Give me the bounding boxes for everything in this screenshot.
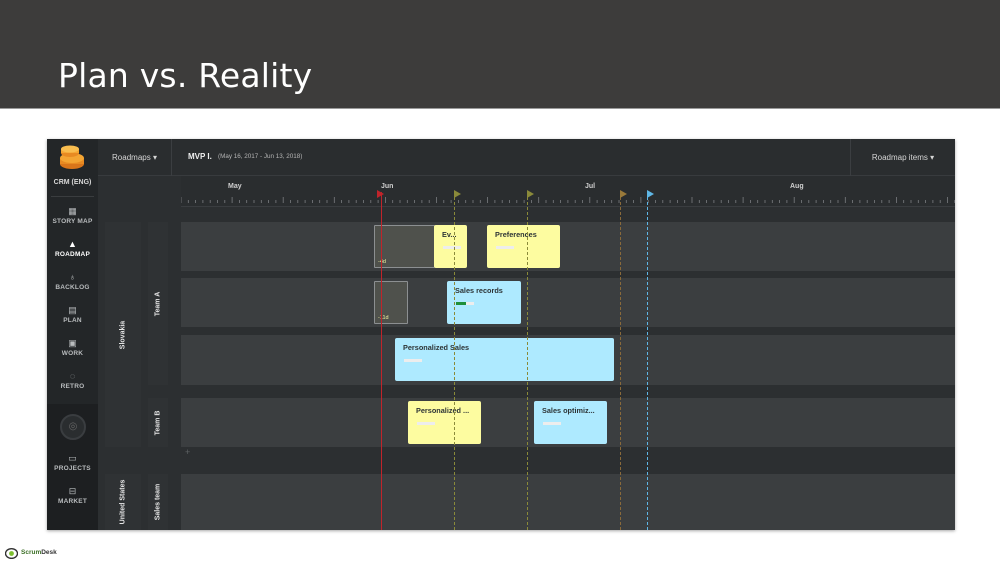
- today-flag-icon[interactable]: [377, 190, 384, 198]
- add-item-icon[interactable]: +: [185, 447, 191, 457]
- region-label-united-states: United States: [105, 474, 141, 530]
- today-line: [381, 192, 382, 530]
- release-line: [647, 192, 648, 530]
- roadmap-card-sales-records[interactable]: Sales records: [447, 281, 521, 324]
- roadmap-card-personalized[interactable]: Personalized ...: [408, 401, 481, 444]
- card-progress: [443, 246, 461, 249]
- slide-title: Plan vs. Reality: [58, 56, 313, 95]
- month-label: Jul: [585, 183, 596, 190]
- scrumdesk-logo-icon: [5, 548, 18, 559]
- card-title: Sales optimiz...: [542, 406, 595, 415]
- lane-team-a-1: [181, 222, 955, 271]
- top-bar: Roadmaps ▾ MVP I. (May 16, 2017 - Jun 13…: [98, 139, 955, 176]
- card-progress: [496, 246, 514, 249]
- briefcase-icon: ▣: [68, 338, 77, 348]
- team-label-team-a: Team A: [148, 222, 168, 385]
- delay-label: -11d: [378, 315, 389, 321]
- card-progress-fill: [456, 302, 466, 305]
- card-title: Sales records: [455, 286, 503, 295]
- sidebar-item-plan[interactable]: ▤ PLAN: [47, 304, 98, 334]
- sidebar-item-label: STORY MAP: [52, 218, 93, 225]
- card-progress: [417, 422, 435, 425]
- planned-block[interactable]: -4d: [374, 225, 435, 268]
- team-name: Team A: [154, 291, 162, 316]
- sidebar-item-roadmap[interactable]: ▲ ROADMAP: [47, 238, 98, 268]
- month-label: Jun: [381, 183, 394, 190]
- sidebar-item-label: PROJECTS: [54, 465, 91, 472]
- planned-block[interactable]: -11d: [374, 281, 408, 324]
- footer-brand-desk: Desk: [41, 549, 57, 556]
- lane-sales-team: [181, 474, 955, 530]
- sidebar: CRM (ENG) ▦ STORY MAP ▲ ROADMAP ♁ BACKLO…: [47, 139, 98, 530]
- milestone-line: [454, 192, 455, 530]
- sidebar-item-work[interactable]: ▣ WORK: [47, 337, 98, 367]
- milestone-flag-icon[interactable]: [527, 190, 534, 198]
- milestone-line: [527, 192, 528, 530]
- month-label: Aug: [790, 183, 804, 190]
- lightbulb-icon: ♁: [69, 272, 76, 282]
- chat-icon: ◌: [69, 371, 76, 381]
- roadmap-items-dropdown[interactable]: Roadmap items ▾: [850, 139, 955, 176]
- roadmap-card-sales-optimization[interactable]: Sales optimiz...: [534, 401, 607, 444]
- sidebar-item-label: BACKLOG: [55, 284, 90, 291]
- basket-icon: ⊟: [68, 486, 77, 496]
- sidebar-item-label: RETRO: [60, 383, 85, 390]
- app-logo-icon[interactable]: [57, 145, 87, 171]
- footer-brand: ScrumDesk: [21, 549, 57, 556]
- roadmap-title: MVP I.: [188, 152, 212, 161]
- roadmap-card-preferences[interactable]: Preferences: [487, 225, 560, 268]
- card-title: Preferences: [495, 230, 537, 239]
- card-title: Personalized Sales: [403, 343, 470, 352]
- slide-divider: [0, 108, 1000, 109]
- sidebar-item-market[interactable]: ⊟ MARKET: [47, 485, 98, 515]
- sidebar-item-label: ROADMAP: [55, 251, 90, 258]
- milestone-line: [620, 192, 621, 530]
- roadmap-icon: ▲: [68, 239, 77, 249]
- sidebar-divider: [51, 196, 94, 197]
- team-label-sales-team: Sales team: [148, 474, 168, 530]
- sidebar-item-retro[interactable]: ◌ RETRO: [47, 370, 98, 400]
- sidebar-item-projects[interactable]: ▭ PROJECTS: [47, 452, 98, 482]
- team-label-team-b: Team B: [148, 398, 168, 447]
- month-label: May: [228, 183, 242, 190]
- folder-icon: ▭: [68, 453, 77, 463]
- timeline-ticks: [181, 197, 955, 203]
- lane-team-a-2: [181, 278, 955, 327]
- roadmaps-dropdown[interactable]: Roadmaps ▾: [98, 139, 172, 176]
- sidebar-item-label: MARKET: [57, 498, 87, 505]
- sidebar-item-label: PLAN: [63, 317, 82, 324]
- timer-button[interactable]: ◎: [60, 414, 86, 440]
- region-label-slovakia: Slovakia: [105, 222, 141, 447]
- sidebar-item-backlog[interactable]: ♁ BACKLOG: [47, 271, 98, 301]
- region-name: United States: [119, 479, 127, 525]
- region-name: Slovakia: [119, 320, 127, 349]
- card-progress: [456, 302, 474, 305]
- footer-brand-scrum: Scrum: [21, 549, 42, 556]
- grid-icon: ▦: [68, 206, 77, 216]
- team-name: Sales team: [154, 483, 162, 521]
- add-row: +: [181, 447, 955, 459]
- slide-header: Plan vs. Reality: [0, 0, 1000, 108]
- release-flag-icon[interactable]: [647, 190, 654, 198]
- calendar-icon: ▤: [68, 305, 77, 315]
- sidebar-item-story-map[interactable]: ▦ STORY MAP: [47, 205, 98, 235]
- team-name: Team B: [154, 410, 162, 435]
- card-progress: [404, 359, 422, 362]
- timeline-header: May Jun Jul Aug: [181, 176, 955, 207]
- scrumdesk-app: CRM (ENG) ▦ STORY MAP ▲ ROADMAP ♁ BACKLO…: [47, 139, 955, 530]
- project-name[interactable]: CRM (ENG): [53, 179, 92, 186]
- milestone-flag-icon[interactable]: [620, 190, 627, 198]
- sidebar-item-label: WORK: [61, 350, 84, 357]
- roadmap-card-ev[interactable]: Ev...: [434, 225, 467, 268]
- card-title: Ev...: [442, 230, 457, 239]
- sidebar-lower: ◎ ▭ PROJECTS ⊟ MARKET: [47, 404, 98, 530]
- card-progress: [543, 422, 561, 425]
- roadmap-card-personalized-sales[interactable]: Personalized Sales: [395, 338, 614, 381]
- roadmap-dates: (May 16, 2017 - Jun 13, 2018): [218, 153, 303, 160]
- milestone-flag-icon[interactable]: [454, 190, 461, 198]
- card-title: Personalized ...: [416, 406, 470, 415]
